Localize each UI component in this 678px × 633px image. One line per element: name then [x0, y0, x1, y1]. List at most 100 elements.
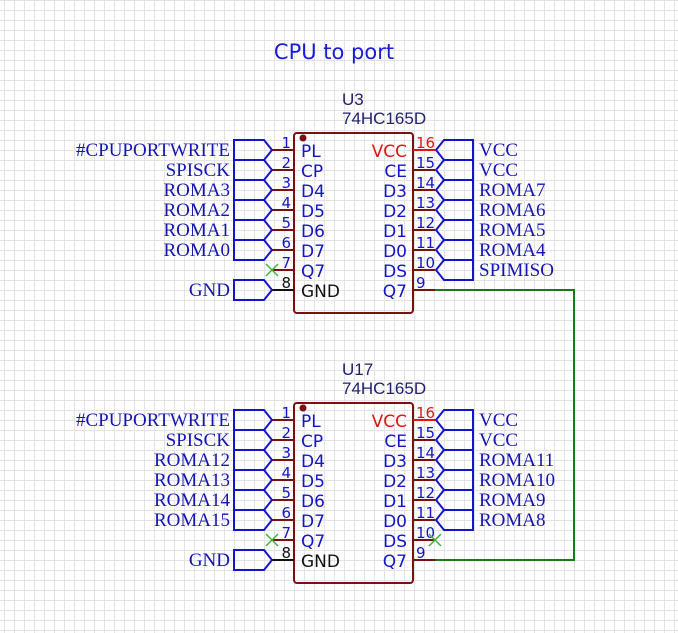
net-flag-icon	[233, 409, 274, 431]
net-label[interactable]: ROMA14	[154, 490, 231, 511]
pin-9[interactable]: 9Q7	[383, 544, 435, 572]
pin-11[interactable]: 11 D0 ROMA8	[383, 504, 545, 532]
net-label[interactable]: #CPUPORTWRITE	[76, 410, 230, 431]
pin-9[interactable]: 9 Q7	[383, 274, 435, 302]
pin-name: Q7	[383, 282, 407, 302]
pin-name: D1	[383, 222, 407, 242]
net-label[interactable]: SPIMISO	[479, 260, 554, 281]
pin-number: 11	[416, 504, 435, 522]
net-label[interactable]: ROMA4	[479, 240, 546, 261]
net-label[interactable]: GND	[189, 550, 230, 571]
pin-number: 12	[416, 484, 435, 502]
pin-number: 16	[416, 404, 435, 422]
net-label[interactable]: ROMA15	[154, 510, 230, 531]
pin1-marker-icon	[299, 134, 307, 142]
pin-number: 15	[416, 154, 435, 172]
pin-number: 6	[281, 504, 291, 522]
net-label[interactable]: VCC	[479, 410, 518, 431]
net-flag-icon	[233, 449, 274, 471]
net-label[interactable]: GND	[189, 280, 230, 301]
net-flag-icon	[434, 239, 474, 261]
pin-number: 5	[281, 484, 291, 502]
pin-name: D6	[301, 222, 325, 242]
pin-7[interactable]: 7 Q7	[265, 524, 325, 552]
net-label[interactable]: ROMA9	[479, 490, 546, 511]
net-flag-icon	[233, 139, 274, 161]
pin-number: 14	[416, 174, 435, 192]
net-label[interactable]: ROMA5	[479, 220, 546, 241]
net-label[interactable]: ROMA10	[479, 470, 555, 491]
net-label[interactable]: ROMA3	[163, 180, 230, 201]
net-flag-icon	[434, 259, 474, 281]
net-flag-icon	[233, 549, 274, 571]
net-label[interactable]: ROMA0	[163, 240, 230, 261]
net-flag-icon	[233, 279, 274, 301]
net-label[interactable]: ROMA1	[163, 220, 230, 241]
pin-number: 7	[281, 524, 291, 542]
component-value: 74HC165D	[342, 379, 426, 398]
net-label[interactable]: ROMA8	[479, 510, 546, 531]
net-label[interactable]: #CPUPORTWRITE	[76, 140, 230, 161]
net-label[interactable]: VCC	[479, 140, 518, 161]
net-label[interactable]: ROMA6	[479, 200, 546, 221]
pin-number: 6	[281, 234, 291, 252]
net-label[interactable]: ROMA13	[154, 470, 230, 491]
sheet-title: CPU to port	[274, 40, 394, 64]
net-label[interactable]: ROMA11	[479, 450, 554, 471]
net-label[interactable]: ROMA12	[154, 450, 230, 471]
pin-number: 11	[416, 234, 435, 252]
net-flag-icon	[233, 179, 274, 201]
pin-number: 9	[416, 274, 426, 292]
net-label[interactable]: ROMA2	[163, 200, 230, 221]
net-label[interactable]: ROMA7	[479, 180, 546, 201]
net-flag-icon	[434, 429, 474, 451]
pin-number: 4	[281, 194, 291, 212]
pin-number: 1	[281, 134, 291, 152]
component-value: 74HC165D	[342, 109, 426, 128]
pin-name: Q7	[301, 532, 325, 552]
net-label[interactable]: VCC	[479, 160, 518, 181]
net-flag-icon	[434, 449, 474, 471]
no-connect-icon	[265, 533, 279, 547]
net-label[interactable]: SPISCK	[166, 160, 231, 181]
wire-q7-chain[interactable]	[435, 289, 575, 561]
pin-number: 14	[416, 444, 435, 462]
pin-name: D0	[383, 512, 407, 532]
pin-number: 7	[281, 254, 291, 272]
pin-number: 3	[281, 174, 291, 192]
pin-number: 10	[416, 254, 435, 272]
net-label[interactable]: VCC	[479, 430, 518, 451]
net-label[interactable]: SPISCK	[166, 430, 231, 451]
pin-number: 16	[416, 134, 435, 152]
